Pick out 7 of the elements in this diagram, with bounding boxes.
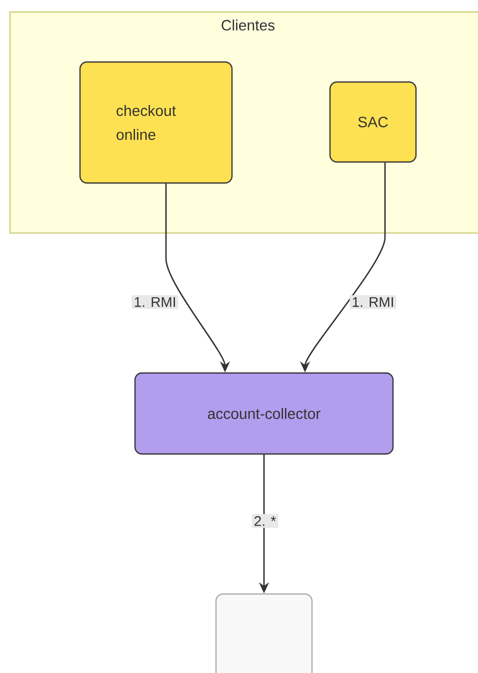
process-box [215,593,313,673]
process-box: SAC [329,81,417,163]
edge-label: 1. RMI [350,295,396,309]
process-box: account-collector [134,372,394,455]
process-box: checkout online [79,61,233,184]
edge-label: 2. * [252,514,278,528]
edge-label: 1. RMI [132,295,178,309]
